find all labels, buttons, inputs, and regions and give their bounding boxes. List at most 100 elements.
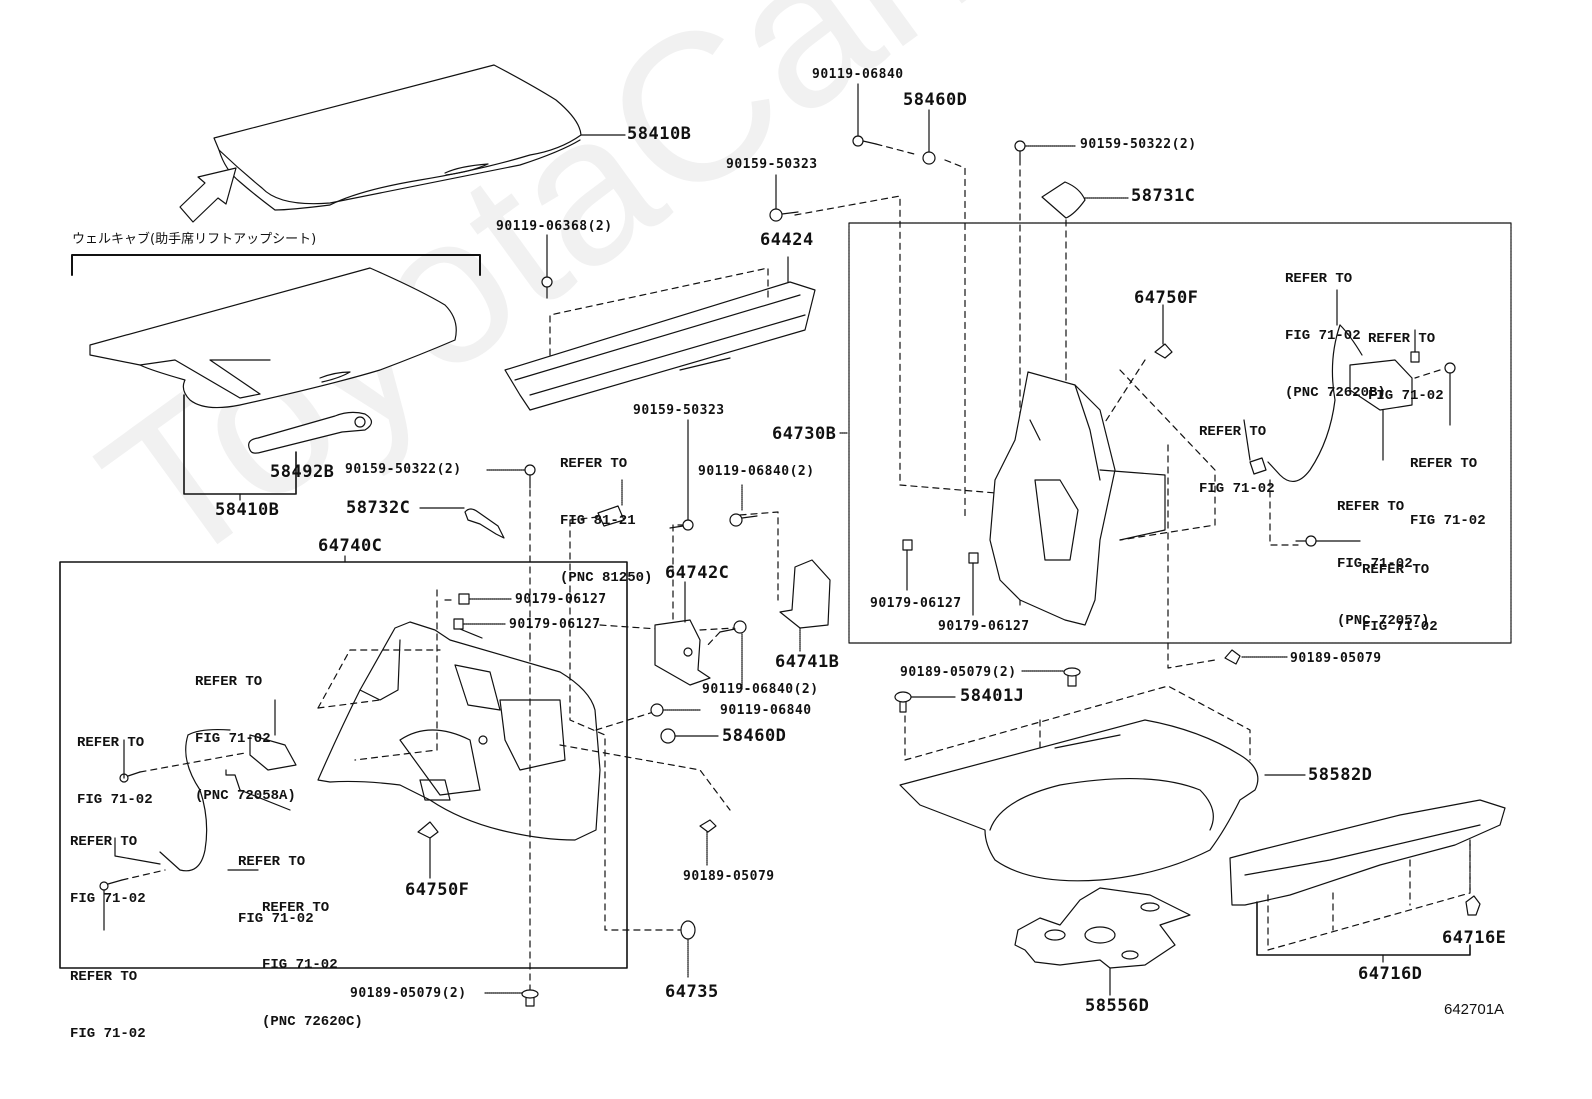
ref-fig-71-02-right-c[interactable]: REFER TO FIG 71-02 <box>1410 456 1486 529</box>
label-64750F-left[interactable]: 64750F <box>405 880 470 900</box>
ref-fig-81-21[interactable]: REFER TO FIG 81-21 (PNC 81250) <box>560 456 653 586</box>
label-64424[interactable]: 64424 <box>760 230 814 250</box>
label-58492B[interactable]: 58492B <box>270 462 335 482</box>
clip-64750F-right[interactable] <box>1154 343 1173 359</box>
label-90119-06368[interactable]: 90119-06368(2) <box>496 219 613 234</box>
lift-handle-left[interactable] <box>159 728 297 872</box>
deck-board-58582D[interactable] <box>899 719 1259 882</box>
pin-58401J[interactable] <box>894 691 912 713</box>
bolt-90119-06840-2b[interactable] <box>719 620 747 634</box>
clip-90179-06127-a[interactable] <box>458 593 470 605</box>
label-64742C[interactable]: 64742C <box>665 563 730 583</box>
cover-58731C[interactable] <box>1041 181 1086 219</box>
welcab-bracket <box>71 254 481 276</box>
label-90189-05079-mid[interactable]: 90189-05079 <box>683 869 775 884</box>
bolt-right-a[interactable] <box>1444 362 1456 374</box>
label-64750F-right[interactable]: 64750F <box>1134 288 1199 308</box>
strap-58492B[interactable] <box>248 411 373 454</box>
quarter-trim-left[interactable] <box>317 621 601 841</box>
label-90159-50323-top[interactable]: 90159-50323 <box>726 157 818 172</box>
scuff-plate-64716D[interactable] <box>1229 799 1506 906</box>
label-64730B[interactable]: 64730B <box>772 424 837 444</box>
label-90159-50323-mid[interactable]: 90159-50323 <box>633 403 725 418</box>
label-64740C[interactable]: 64740C <box>318 536 383 556</box>
label-58732C[interactable]: 58732C <box>346 498 411 518</box>
bolt-90119-06840-top[interactable] <box>852 135 877 147</box>
label-58401J[interactable]: 58401J <box>960 686 1025 706</box>
label-58410B-bottom[interactable]: 58410B <box>215 500 280 520</box>
clip-64716E[interactable] <box>1465 895 1481 916</box>
ref-fig-71-02-right-d[interactable]: REFER TO FIG 71-02 <box>1362 562 1438 635</box>
label-90179-06127-c[interactable]: 90179-06127 <box>870 596 962 611</box>
nut-58460D-top[interactable] <box>922 151 936 165</box>
clip-90179-06127-d[interactable] <box>968 552 979 564</box>
label-64735[interactable]: 64735 <box>665 982 719 1002</box>
label-90189-05079-bottom[interactable]: 90189-05079(2) <box>350 986 467 1001</box>
label-90119-06840-top[interactable]: 90119-06840 <box>812 67 904 82</box>
spacer-58556D[interactable] <box>1014 887 1191 969</box>
ref-fig-71-02-right-b[interactable]: REFER TO FIG 71-02 <box>1199 424 1275 497</box>
ref-fig-71-02-right-a[interactable]: REFER TO FIG 71-02 <box>1368 331 1444 404</box>
grommet-64735[interactable] <box>680 920 696 940</box>
clip-90189-05079-right2[interactable] <box>1063 667 1081 687</box>
label-58731C[interactable]: 58731C <box>1131 186 1196 206</box>
clip-64750F-left[interactable] <box>417 821 439 839</box>
tonneau-rail-64424[interactable] <box>504 281 816 411</box>
bolt-90119-06840-mid[interactable] <box>650 703 664 717</box>
label-64716E[interactable]: 64716E <box>1442 928 1507 948</box>
tonneau-cover-top[interactable] <box>213 64 582 211</box>
direction-arrow-icon <box>179 167 237 223</box>
label-90119-06840-2b[interactable]: 90119-06840(2) <box>702 682 819 697</box>
clip-pnc-81250[interactable] <box>597 505 625 527</box>
label-90159-50322-left[interactable]: 90159-50322(2) <box>345 462 462 477</box>
label-58410B-top[interactable]: 58410B <box>627 124 692 144</box>
ref-fig-71-02-left-a[interactable]: REFER TO FIG 71-02 <box>77 735 153 808</box>
nut-58460D-mid[interactable] <box>660 728 676 744</box>
label-90179-06127-a[interactable]: 90179-06127 <box>515 592 607 607</box>
group-box-64740C <box>59 561 628 969</box>
lift-handle-right[interactable] <box>1267 324 1413 482</box>
clip-90189-05079-mid[interactable] <box>699 819 717 833</box>
tonneau-cover-welcab[interactable] <box>89 267 457 409</box>
screw-90119-06368[interactable] <box>541 276 553 299</box>
bracket-64741B[interactable] <box>779 559 831 629</box>
clamp-right[interactable] <box>1249 457 1267 475</box>
group-box-64730B <box>848 222 1512 644</box>
ref-pnc-72058A[interactable]: REFER TO FIG 71-02 (PNC 72058A) <box>195 674 296 804</box>
bracket-64742C[interactable] <box>654 619 711 686</box>
screw-90159-50322-top[interactable] <box>1014 140 1026 166</box>
leader-58410B-bracket <box>183 394 296 495</box>
clip-90189-05079-bottom[interactable] <box>521 989 539 1007</box>
clip-90179-06127-b[interactable] <box>453 618 464 630</box>
bolt-right-b[interactable] <box>1295 535 1317 547</box>
label-90179-06127-d[interactable]: 90179-06127 <box>938 619 1030 634</box>
label-90189-05079-right2[interactable]: 90189-05079(2) <box>900 665 1017 680</box>
label-64716D[interactable]: 64716D <box>1358 964 1423 984</box>
screw-90159-50322-left[interactable] <box>524 464 536 489</box>
label-90159-50322-top[interactable]: 90159-50322(2) <box>1080 137 1197 152</box>
ref-fig-71-02-left-c[interactable]: REFER TO FIG 71-02 <box>238 854 314 927</box>
label-58556D[interactable]: 58556D <box>1085 996 1150 1016</box>
label-90119-06840-mid[interactable]: 90119-06840 <box>720 703 812 718</box>
ref-pnc-72057[interactable]: REFER TO FIG 71-02 (PNC 72057) <box>1337 499 1430 629</box>
ref-fig-71-02-left-b[interactable]: REFER TO FIG 71-02 <box>70 834 146 907</box>
clip-58732C[interactable] <box>464 508 505 539</box>
ref-pnc-72620C[interactable]: REFER TO FIG 71-02 (PNC 72620C) <box>262 900 363 1030</box>
label-58582D[interactable]: 58582D <box>1308 765 1373 785</box>
label-90119-06840-2[interactable]: 90119-06840(2) <box>698 464 815 479</box>
ref-pnc-72620B[interactable]: REFER TO FIG 71-02 (PNC 72620B) <box>1285 271 1386 401</box>
bolt-left-b[interactable] <box>99 879 123 891</box>
clip-90179-06127-c[interactable] <box>902 539 913 551</box>
label-64741B[interactable]: 64741B <box>775 652 840 672</box>
quarter-trim-right[interactable] <box>989 371 1166 626</box>
clip-90189-05079-right[interactable] <box>1224 649 1241 665</box>
figure-id: 642701A <box>1444 1001 1505 1018</box>
label-58460D-mid[interactable]: 58460D <box>722 726 787 746</box>
screw-90159-50323-top[interactable] <box>769 208 799 222</box>
label-90189-05079-right[interactable]: 90189-05079 <box>1290 651 1382 666</box>
bolt-90119-06840-2[interactable] <box>729 513 758 527</box>
ref-fig-71-02-left-d[interactable]: REFER TO FIG 71-02 <box>70 969 146 1042</box>
label-58460D-top[interactable]: 58460D <box>903 90 968 110</box>
label-90179-06127-b[interactable]: 90179-06127 <box>509 617 601 632</box>
